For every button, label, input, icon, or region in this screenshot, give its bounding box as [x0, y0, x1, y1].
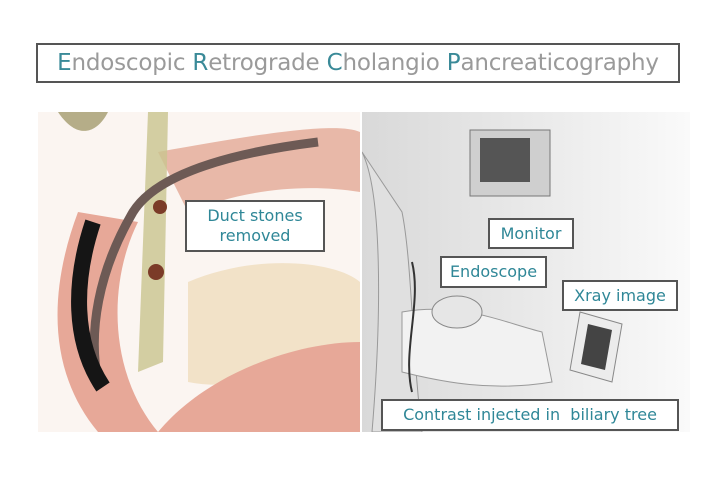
procedure-room-illustration: [362, 129, 623, 432]
contrast-injected-label: Contrast injected in biliary tree: [381, 399, 679, 431]
title-initial-c: C: [326, 50, 343, 76]
xray-image-label: Xray image: [562, 280, 678, 311]
monitor-screen: [480, 138, 530, 182]
monitor-label: Monitor: [488, 218, 574, 249]
procedure-illustration: Monitor Endoscope Xray image Contrast in…: [362, 112, 690, 432]
gallbladder: [58, 112, 108, 131]
title-word-endoscopic: ndoscopic: [71, 50, 193, 76]
bile-duct: [138, 112, 168, 372]
duct-stones-line2: removed: [219, 226, 291, 245]
duct-stones-label: Duct stones removed: [185, 200, 325, 252]
doctor-figure: [362, 151, 423, 432]
stone: [148, 264, 164, 280]
stone: [153, 200, 167, 214]
endoscope-tube: [89, 137, 319, 383]
xray-screen: [581, 324, 612, 370]
duct-stones-line1: Duct stones: [207, 206, 303, 225]
patient-head: [431, 295, 483, 329]
title-initial-e: E: [57, 50, 72, 76]
title-initial-r: R: [192, 50, 209, 76]
endoscope-label: Endoscope: [440, 256, 547, 288]
intestine: [158, 342, 360, 432]
title-word-cholangio: holangio: [342, 50, 447, 76]
stomach: [158, 128, 360, 212]
endoscope-cable: [408, 261, 416, 393]
anatomy-illustration: Duct stones removed: [38, 112, 360, 432]
title-word-retrograde: etrograde: [208, 50, 327, 76]
title-initial-p: P: [446, 50, 461, 76]
endoscope-tip: [71, 219, 110, 392]
duodenum-illustration: [38, 112, 360, 432]
title-word-pancreaticography: ancreaticography: [460, 50, 659, 76]
